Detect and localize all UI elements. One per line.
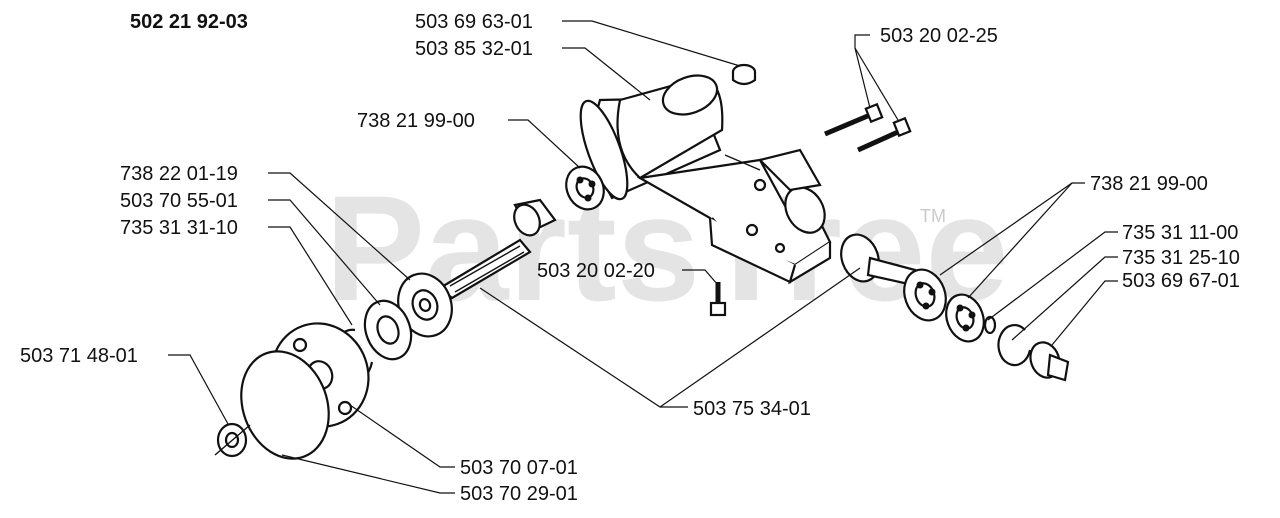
circlip-735-31-25-10 bbox=[997, 323, 1032, 367]
bearing-735-31-11-00 bbox=[945, 293, 997, 343]
label-738-22-01-19: 738 22 01-19 bbox=[120, 163, 238, 185]
plug-503-69-63-01 bbox=[731, 63, 757, 86]
bearing-738-21-99-00-upper bbox=[565, 165, 605, 211]
label-503-69-67-01: 503 69 67-01 bbox=[1122, 270, 1240, 292]
bevel-gear-shaft bbox=[840, 233, 917, 287]
leader-lines bbox=[168, 20, 1118, 494]
label-735-31-31-10: 735 31 31-10 bbox=[120, 217, 238, 239]
label-503-70-07-01: 503 70 07-01 bbox=[460, 457, 578, 479]
spacer-503-70-55-01 bbox=[363, 299, 413, 361]
assembly-number: 502 21 92-03 bbox=[130, 11, 248, 33]
label-735-31-25-10: 735 31 25-10 bbox=[1122, 247, 1240, 269]
label-738-21-99-00-right: 738 21 99-00 bbox=[1090, 173, 1208, 195]
label-503-20-02-25: 503 20 02-25 bbox=[880, 25, 998, 47]
label-735-31-11-00: 735 31 11-00 bbox=[1122, 222, 1238, 244]
label-503-75-34-01: 503 75 34-01 bbox=[693, 398, 811, 420]
label-738-21-99-00-upper: 738 21 99-00 bbox=[357, 110, 475, 132]
watermark-trademark: TM bbox=[920, 206, 946, 226]
screws-503-20-02-25 bbox=[824, 102, 912, 153]
pinion-shaft-503-75-34-01 bbox=[438, 198, 557, 300]
flange-503-70-29-01 bbox=[240, 350, 330, 460]
label-503-70-55-01: 503 70 55-01 bbox=[120, 190, 238, 212]
gear-housing-503-85-32-01 bbox=[579, 74, 832, 285]
bearing-738-21-99-00-right bbox=[903, 268, 947, 322]
nut-503-69-67-01 bbox=[1029, 341, 1070, 382]
label-503-20-02-20: 503 20 02-20 bbox=[537, 260, 655, 282]
label-503-85-32-01: 503 85 32-01 bbox=[415, 38, 533, 60]
label-503-69-63-01: 503 69 63-01 bbox=[415, 11, 533, 33]
bearing-738-22-01-19 bbox=[397, 272, 453, 338]
nut-503-71-48-01 bbox=[214, 422, 251, 458]
screw-503-20-02-20 bbox=[709, 282, 727, 317]
label-503-71-48-01: 503 71 48-01 bbox=[20, 345, 138, 367]
label-503-70-29-01: 503 70 29-01 bbox=[460, 483, 578, 505]
